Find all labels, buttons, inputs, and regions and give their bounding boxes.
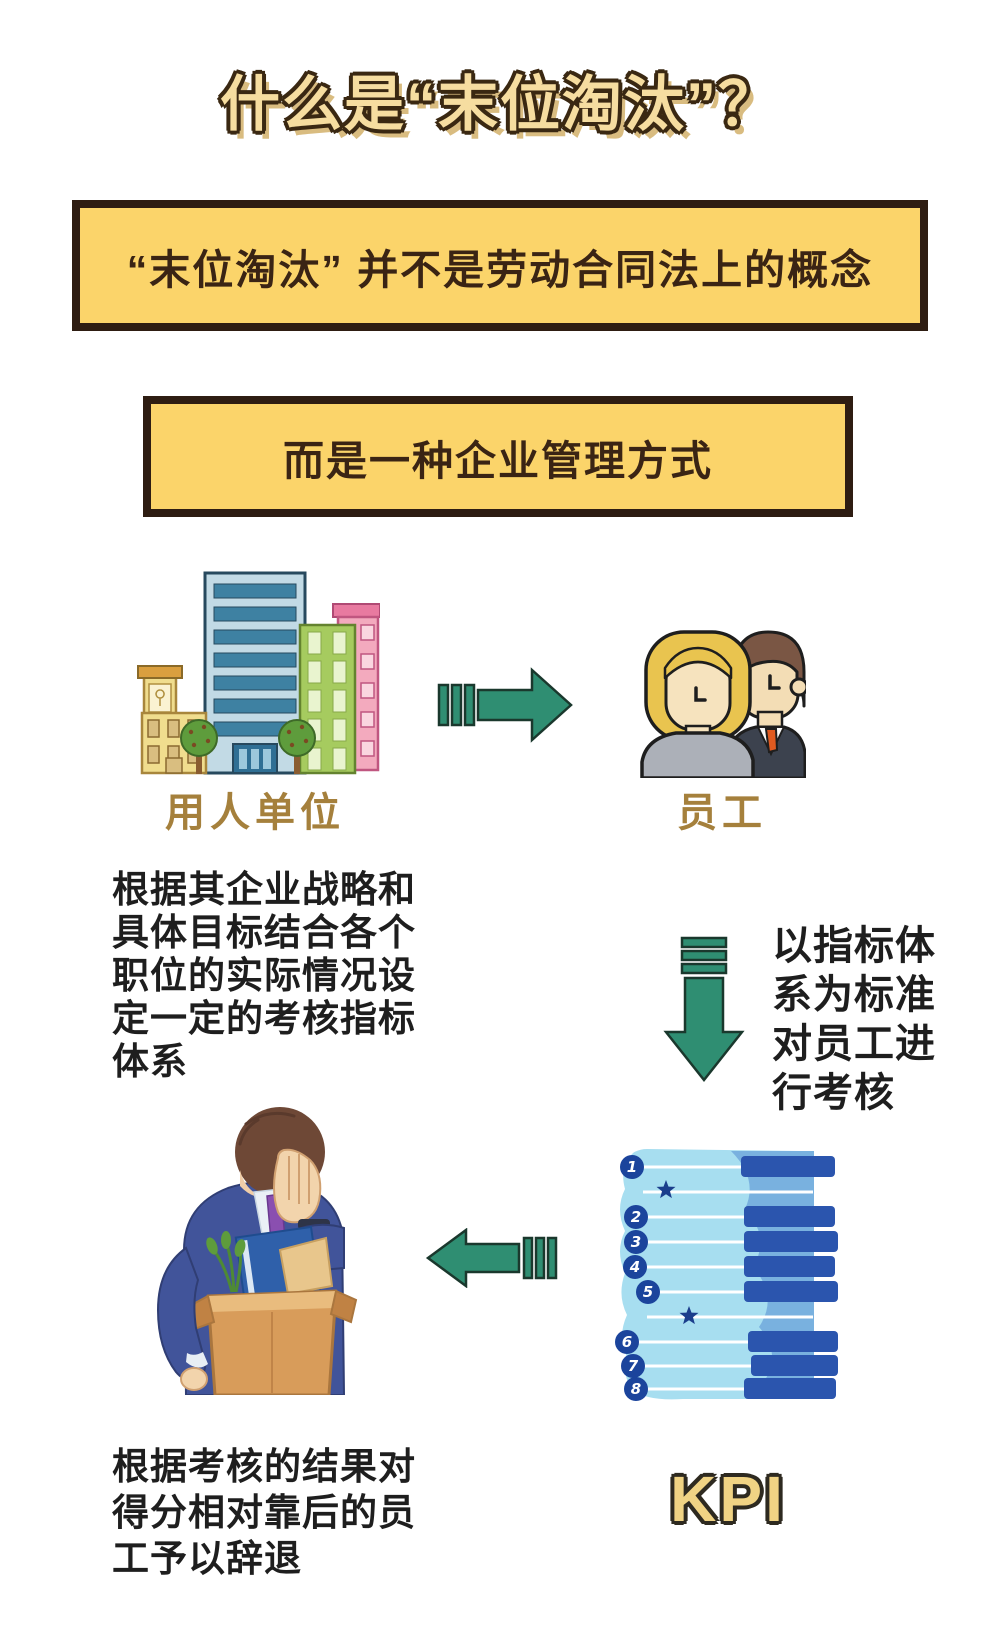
blue-building <box>203 571 307 775</box>
rank-numbers: 1 2 3 4 5 6 7 8 <box>615 1155 660 1401</box>
svg-text:1: 1 <box>627 1158 637 1176</box>
fired-employee-icon <box>156 1107 358 1395</box>
arrow-down-icon <box>663 936 745 1083</box>
svg-text:2: 2 <box>631 1208 641 1226</box>
dismissal-description: 根据考核的结果对 得分相对靠后的员 工予以辞退 <box>112 1446 416 1579</box>
plant <box>206 1231 246 1293</box>
svg-text:5: 5 <box>643 1283 653 1301</box>
assessment-description: 以指标体 系为标准 对员工进 行考核 <box>772 924 936 1115</box>
svg-text:3: 3 <box>631 1233 641 1251</box>
svg-text:4: 4 <box>629 1258 640 1276</box>
svg-text:6: 6 <box>622 1333 632 1351</box>
employees-icon <box>640 630 806 778</box>
page-title: 什么是“末位淘汰”？ <box>220 71 780 138</box>
svg-text:7: 7 <box>628 1357 639 1375</box>
banner-management-method-text: 而是一种企业管理方式 <box>283 437 713 484</box>
banner-not-legal-concept-text: “末位淘汰” 并不是劳动合同法上的概念 <box>126 246 874 293</box>
arrow-left-icon <box>425 1228 558 1288</box>
banner-not-legal-concept: “末位淘汰” 并不是劳动合同法上的概念 <box>72 200 928 331</box>
employer-description: 根据其企业战略和 具体目标结合各个 职位的实际情况设 定一定的考核指标 体系 <box>112 869 416 1082</box>
banner-management-method: 而是一种企业管理方式 <box>143 396 853 517</box>
rank-bars <box>741 1156 838 1399</box>
male-employee <box>726 630 806 778</box>
kpi-label: KPI <box>670 1463 786 1535</box>
female-employee <box>640 630 755 778</box>
kpi-ranking-chart: 1 2 3 4 5 6 7 8 <box>615 1149 838 1401</box>
employer-label: 用人单位 <box>165 791 345 835</box>
star-icon <box>679 1306 699 1325</box>
tree-icon <box>278 719 316 774</box>
tree-icon <box>180 719 218 774</box>
arrow-right-icon <box>437 667 573 743</box>
star-icon <box>656 1180 676 1199</box>
cardboard-box <box>184 1289 358 1395</box>
employee-label: 员工 <box>677 791 767 835</box>
folder <box>278 1236 334 1296</box>
employer-buildings-icon <box>137 571 380 775</box>
svg-text:8: 8 <box>631 1380 641 1398</box>
